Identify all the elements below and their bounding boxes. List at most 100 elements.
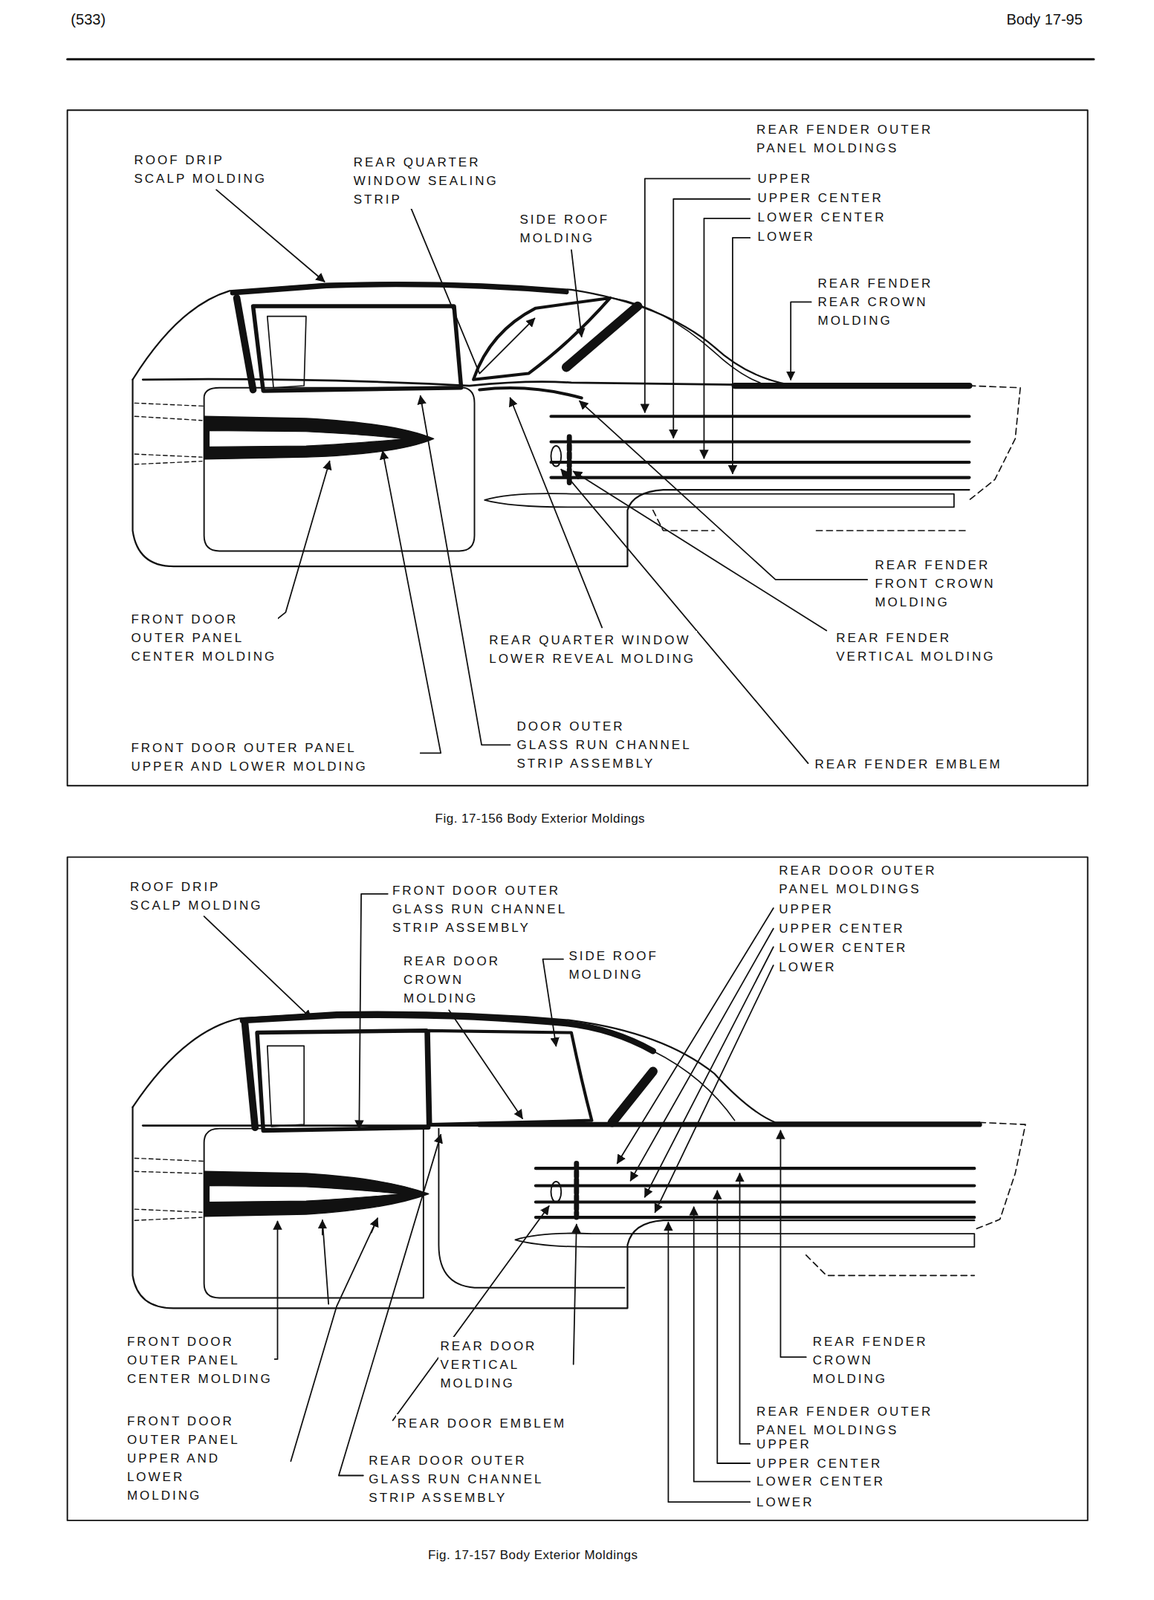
rear-window-frame (428, 1030, 593, 1125)
part-name: FRONT DOOR OUTER PANEL CENTER MOLDING (125, 1332, 275, 1389)
figure-caption: Fig. 17-157 Body Exterior Moldings (426, 1545, 640, 1565)
label-line: MOLDING (568, 965, 659, 984)
figure-frame (67, 856, 1088, 1521)
label-line: REAR QUARTER (353, 153, 499, 172)
part-name: UPPER CENTER (754, 1454, 884, 1473)
part-name: UPPER (754, 1434, 813, 1454)
leader-lines (216, 178, 868, 764)
figure-frame (67, 109, 1088, 786)
spear-insert (209, 430, 404, 447)
leader (321, 1220, 324, 1235)
fender-moldings (535, 1168, 975, 1218)
part-name: DOOR OUTER GLASS RUN CHANNEL STRIP ASSEM… (514, 717, 693, 773)
label-line: STRIP ASSEMBLY (368, 1488, 544, 1507)
leader-lines (204, 893, 807, 1502)
label-line: FRONT CROWN (874, 574, 995, 593)
front-streaks (134, 402, 204, 464)
leader (543, 959, 564, 1047)
part-name: FRONT DOOR OUTER PANEL UPPER AND LOWER M… (129, 738, 369, 776)
page-header: Body 17-95 (1005, 10, 1085, 29)
part-name: REAR DOOR OUTER GLASS RUN CHANNEL STRIP … (367, 1451, 545, 1507)
windshield-pillar (237, 297, 254, 391)
label-line: LOWER REVEAL MOLDING (488, 649, 696, 669)
label-line: DOOR OUTER (516, 717, 692, 736)
leader (410, 205, 536, 374)
label-line: SCALP MOLDING (134, 169, 268, 188)
part-name: REAR FENDER OUTER PANEL MOLDINGS (754, 1402, 935, 1440)
label-line: OUTER PANEL (127, 1430, 241, 1450)
label-line: GLASS RUN CHANNEL (392, 899, 567, 919)
leader (573, 471, 828, 631)
leader (780, 1130, 806, 1357)
label-line: FRONT DOOR (130, 610, 277, 629)
leader (420, 396, 511, 746)
part-name: REAR FENDER CROWN MOLDING (811, 1332, 930, 1389)
leader (717, 1190, 750, 1464)
label-line: WINDOW SEALING (353, 171, 499, 191)
leader (579, 401, 868, 580)
car-four-door (133, 1012, 1026, 1309)
leader (393, 1206, 550, 1421)
leader (204, 916, 312, 1019)
part-name: ROOF DRIP SCALP MOLDING (128, 877, 265, 915)
door-emblem (550, 1181, 562, 1202)
part-name: FRONT DOOR OUTER PANEL UPPER AND LOWER M… (125, 1411, 242, 1505)
part-name: REAR FENDER FRONT CROWN MOLDING (873, 555, 997, 612)
label-line: REAR FENDER (835, 628, 995, 648)
front-window-frame (257, 1030, 429, 1131)
reveal-molding (479, 387, 582, 398)
label-line: CROWN (812, 1350, 929, 1370)
label-line: REAR DOOR OUTER (778, 861, 937, 880)
label-line: CENTER MOLDING (130, 647, 277, 666)
label-line: REAR DOOR OUTER (368, 1451, 544, 1470)
label-line: OUTER PANEL (130, 628, 277, 648)
part-name: REAR FENDER OUTER PANEL MOLDINGS (754, 120, 935, 158)
page-header: (533) (69, 10, 108, 29)
bumper-spear (514, 1233, 975, 1247)
car-two-door (133, 282, 1021, 567)
label-line: MOLDING (812, 1369, 929, 1389)
part-name: REAR FENDER EMBLEM (812, 754, 1004, 774)
label-line: REAR FENDER (812, 1332, 929, 1351)
label-line: STRIP ASSEMBLY (516, 754, 692, 773)
label-line: GLASS RUN CHANNEL (368, 1469, 544, 1489)
part-name: REAR DOOR CROWN MOLDING (402, 951, 502, 1008)
part-name: SIDE ROOF MOLDING (518, 210, 612, 248)
label-line: VERTICAL MOLDING (835, 647, 995, 666)
part-name: REAR DOOR OUTER PANEL MOLDINGS (777, 861, 938, 899)
part-name: REAR DOOR VERTICAL MOLDING (438, 1336, 538, 1393)
part-name: LOWER CENTER (777, 938, 909, 958)
part-name: FRONT DOOR OUTER GLASS RUN CHANNEL STRIP… (390, 881, 569, 938)
part-name: UPPER (777, 899, 836, 919)
label-line: MOLDING (817, 311, 933, 330)
part-name: UPPER CENTER (755, 188, 885, 208)
leader (790, 301, 811, 379)
leader (571, 249, 582, 337)
part-name: LOWER CENTER (754, 1472, 887, 1491)
leader (371, 1217, 378, 1233)
windshield-pillar (245, 1023, 256, 1128)
rear-quarter-window (473, 297, 611, 380)
fender-moldings (550, 416, 969, 478)
front-streaks (134, 1157, 204, 1221)
label-line: SIDE ROOF (568, 946, 659, 966)
part-name: LOWER CENTER (755, 208, 888, 227)
label-line: STRIP (353, 190, 499, 209)
label-line: REAR FENDER (817, 274, 933, 293)
crown-molding (479, 1122, 980, 1128)
label-line: GLASS RUN CHANNEL (516, 735, 692, 755)
vent-window (267, 1045, 304, 1126)
label-line: CENTER MOLDING (127, 1369, 273, 1389)
label-line: REAR CROWN (817, 292, 933, 312)
leader (644, 178, 750, 412)
leader (260, 461, 330, 634)
rear-window (612, 297, 761, 383)
label-line: FRONT DOOR (127, 1332, 273, 1351)
door-spear-molding (204, 416, 434, 460)
phantom-lines (653, 385, 1021, 531)
leader (448, 1009, 523, 1119)
label-line: ROOF DRIP (134, 150, 268, 170)
leader (644, 946, 774, 1197)
